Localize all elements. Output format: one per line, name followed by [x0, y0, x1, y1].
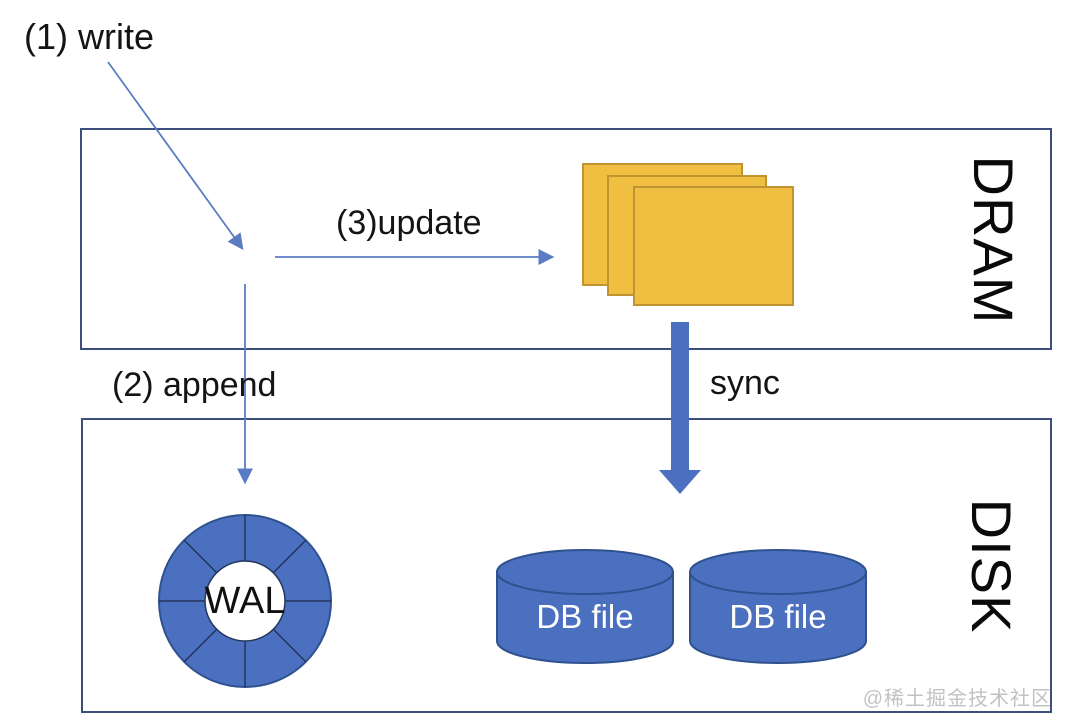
db-cylinders — [496, 549, 867, 664]
memory-pages-icon — [582, 163, 794, 306]
wal-ring-hub — [204, 560, 286, 642]
watermark-text: @稀土掘金技术社区 — [862, 688, 1052, 710]
wal-node-label: WAL — [204, 580, 286, 622]
wal-ring-icon — [158, 514, 332, 688]
sync-arrow — [659, 322, 701, 494]
dram-region-label: DRAM — [962, 155, 1025, 325]
disk-region-box — [81, 418, 1052, 713]
step-sync-label: sync — [710, 364, 780, 402]
step-write-label: (1) write — [24, 16, 155, 57]
memory-page-front — [633, 186, 794, 306]
db-cylinder-icon — [689, 549, 867, 664]
db-file-label: DB file — [729, 598, 827, 635]
dram-region-box — [80, 128, 1052, 350]
write-arrow — [107, 61, 244, 250]
disk-region-label: DISK — [960, 498, 1023, 634]
db-file-label: DB file — [536, 598, 634, 635]
step-update-label: (3)update — [336, 204, 482, 242]
db-cylinder-icon — [496, 549, 674, 664]
thin-connectors — [107, 61, 555, 485]
wal-ring-spokes — [159, 515, 331, 687]
step-append-label: (2) append — [112, 366, 277, 404]
